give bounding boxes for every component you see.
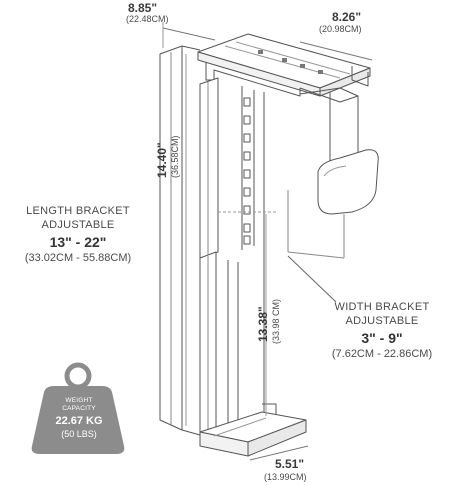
height-imperial: 14.40"	[155, 142, 169, 178]
depth-metric: (22.48CM)	[126, 14, 169, 24]
width-bracket-leader	[287, 255, 337, 303]
width-dimension-line	[299, 41, 373, 61]
inner-height-metric: (33.98 CM)	[271, 298, 281, 344]
depth-imperial: 8.85"	[128, 1, 158, 15]
base-width-metric: (13.99CM)	[264, 472, 307, 482]
length-bracket-callout: LENGTH BRACKET ADJUSTABLE 13" - 22" (33.…	[0, 206, 156, 264]
weight-line2: CAPACITY	[62, 404, 96, 412]
width-bracket-callout: WIDTH BRACKET ADJUSTABLE 3" - 9" (7.62CM…	[304, 302, 460, 360]
width-bracket-line1: WIDTH BRACKET	[334, 301, 430, 313]
width-bracket-line2: ADJUSTABLE	[345, 315, 419, 327]
weight-line1: WEIGHT	[65, 397, 93, 404]
weight-badge	[31, 362, 125, 454]
length-bracket-line1: LENGTH BRACKET	[26, 205, 130, 217]
length-bracket-range: 13" - 22"	[49, 234, 107, 250]
lower-column	[199, 211, 278, 439]
width-imperial: 8.26"	[332, 10, 362, 24]
length-bracket-metric: (33.02CM - 55.88CM)	[24, 252, 132, 264]
side-bracket	[287, 87, 379, 259]
length-bracket-line2: ADJUSTABLE	[41, 219, 115, 231]
mounting-plate	[197, 33, 371, 97]
weight-badge-text: WEIGHT CAPACITY 22.67 KG (50 LBS)	[34, 397, 124, 439]
main-column	[199, 77, 265, 420]
weight-kg: 22.67 KG	[55, 415, 103, 427]
width-bracket-range: 3" - 9"	[361, 330, 403, 346]
base-width-dimension-line	[249, 445, 309, 461]
inner-height-imperial: 13.38"	[256, 306, 270, 342]
width-metric: (20.98CM)	[319, 24, 362, 34]
base-width-imperial: 5.51"	[275, 457, 305, 471]
height-metric: (36.58CM)	[170, 135, 180, 178]
top-slide-rail	[205, 62, 369, 103]
depth-dimension-line	[162, 22, 216, 48]
back-rail	[159, 45, 201, 436]
base-tray	[199, 403, 307, 457]
weight-lbs: (50 LBS)	[61, 429, 97, 439]
width-bracket-metric: (7.62CM - 22.86CM)	[331, 348, 433, 360]
